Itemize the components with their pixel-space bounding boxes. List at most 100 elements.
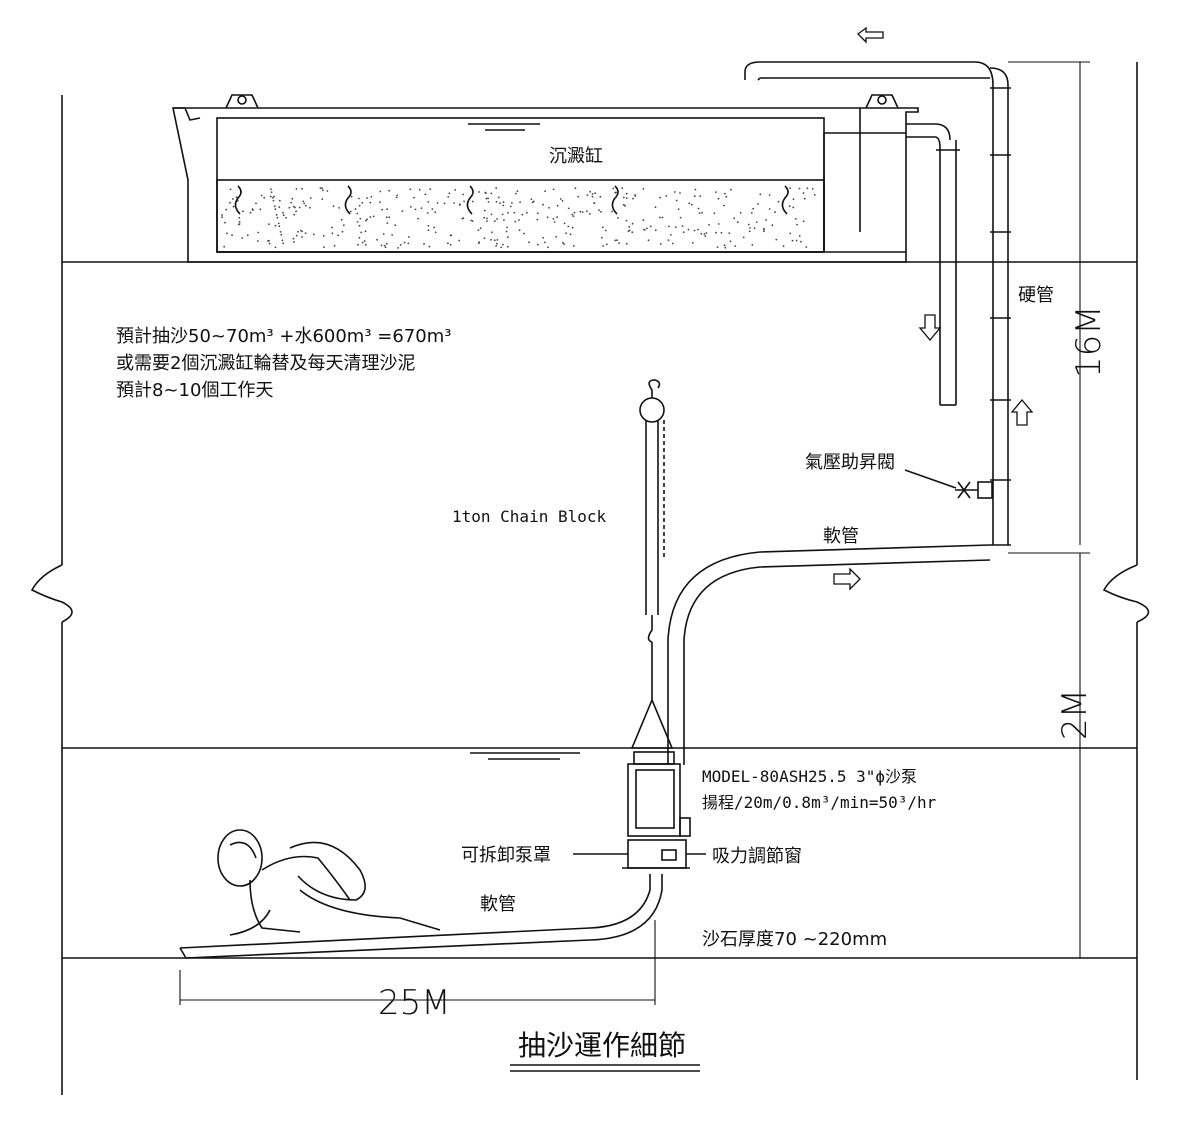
sediment-dot (277, 222, 280, 225)
sediment-dot (674, 226, 677, 229)
sediment-dot (755, 221, 758, 224)
sediment-dot (581, 211, 584, 214)
sediment-dot (341, 230, 344, 233)
sediment-dot (670, 234, 672, 236)
sediment-dot (500, 246, 503, 249)
sediment-dot (789, 232, 792, 235)
sediment-dot (376, 238, 378, 241)
sediment-dot (798, 235, 801, 237)
sediment-dot (366, 197, 368, 199)
sediment-dot (518, 229, 521, 232)
sediment-dot (322, 189, 324, 192)
sediment-dot (423, 242, 425, 245)
sediment-dot (751, 244, 754, 246)
sediment-dot (294, 206, 296, 209)
sediment-dot (642, 188, 645, 190)
sediment-dot (736, 221, 739, 224)
sediment-dot (483, 216, 485, 219)
sediment-dot (281, 239, 284, 242)
sediment-dot (694, 188, 697, 191)
sediment-dot (290, 201, 292, 204)
sediment-dot (495, 200, 498, 203)
sediment-dot (556, 204, 559, 207)
sediment-dot (386, 222, 389, 225)
sediment-dot (483, 237, 486, 240)
sediment-dot (370, 196, 373, 198)
sediment-dot (235, 207, 238, 210)
sediment-dot (703, 233, 706, 236)
sediment-dot (733, 217, 736, 220)
sediment-dot (502, 204, 505, 207)
sediment-dot (232, 198, 234, 200)
sediment-dot (532, 200, 535, 203)
sediment-dot (634, 194, 636, 196)
sediment-dot (591, 193, 594, 195)
sediment-dot (276, 216, 279, 219)
sediment-dot (602, 245, 604, 247)
sediment-dot (577, 195, 580, 198)
sediment-dot (380, 244, 383, 247)
sediment-dot (236, 199, 239, 202)
sediment-dot (798, 187, 801, 190)
sediment-dot (418, 188, 421, 191)
sediment-dot (270, 195, 272, 198)
sediment-dot (569, 233, 572, 236)
sediment-dot (297, 230, 299, 233)
note-line: 預計8~10個工作天 (116, 380, 273, 401)
dim-2m: 2M (1055, 689, 1095, 740)
sediment-dot (295, 210, 297, 213)
sediment-dot (491, 231, 493, 234)
sediment-dot (395, 196, 398, 199)
sediment-dot (559, 198, 562, 200)
sediment-dot (782, 245, 785, 248)
tank-overflow-pipe (906, 123, 960, 406)
sediment-dot (625, 242, 628, 245)
sediment-dot (724, 246, 727, 249)
sediment-dot (679, 192, 681, 194)
sediment-dot (800, 240, 802, 243)
sediment-dot (333, 244, 336, 247)
sediment-dot (723, 204, 725, 207)
pump-spec-label: 揚程/20m/0.8m³/min=50³/hr (702, 793, 937, 812)
sediment-dot (282, 214, 285, 217)
sediment-dot (242, 210, 244, 213)
sediment-dot (614, 239, 617, 242)
sediment-dot (295, 234, 298, 237)
sediment-dot (705, 232, 708, 234)
sediment-dot (611, 210, 613, 213)
sediment-dot (688, 202, 691, 205)
sediment-dot (337, 234, 339, 237)
sediment-dot (803, 197, 806, 200)
sediment-dot (221, 214, 223, 216)
sediment-dot (381, 208, 384, 211)
sediment-dot (238, 216, 241, 219)
dim-16m: 16M (1069, 305, 1109, 378)
sediment-dot (514, 220, 517, 223)
sediment-dot (229, 188, 232, 191)
sediment-dot (255, 202, 257, 205)
pump-model-label: MODEL-80ASH25.5 3"ϕ沙泵 (702, 767, 917, 786)
sediment-dot (278, 206, 281, 209)
sediment-dot (331, 226, 333, 229)
sediment-dot (495, 245, 497, 247)
sediment-dot (625, 197, 628, 200)
sediment-dot (295, 188, 298, 190)
sediment-dot (713, 212, 716, 215)
sediment-dot (600, 210, 602, 213)
sediment-dot (759, 193, 762, 196)
sediment-dot (453, 202, 455, 204)
sediment-dot (691, 242, 694, 244)
sediment-dot (332, 205, 335, 208)
sediment-dot (762, 228, 765, 231)
sediment-dot (429, 188, 432, 191)
sediment-dot (298, 206, 301, 209)
dimension-lines (179, 61, 1090, 1005)
sediment-dot (572, 245, 575, 247)
sediment-dot (728, 232, 731, 235)
sediment-dot (511, 202, 513, 204)
sediment-dot (612, 187, 615, 190)
sediment-dot (729, 240, 732, 243)
sediment-dot (312, 233, 315, 236)
sand-thickness-label: 沙石厚度70 ~220mm (702, 929, 887, 950)
sand-pump (573, 751, 706, 869)
